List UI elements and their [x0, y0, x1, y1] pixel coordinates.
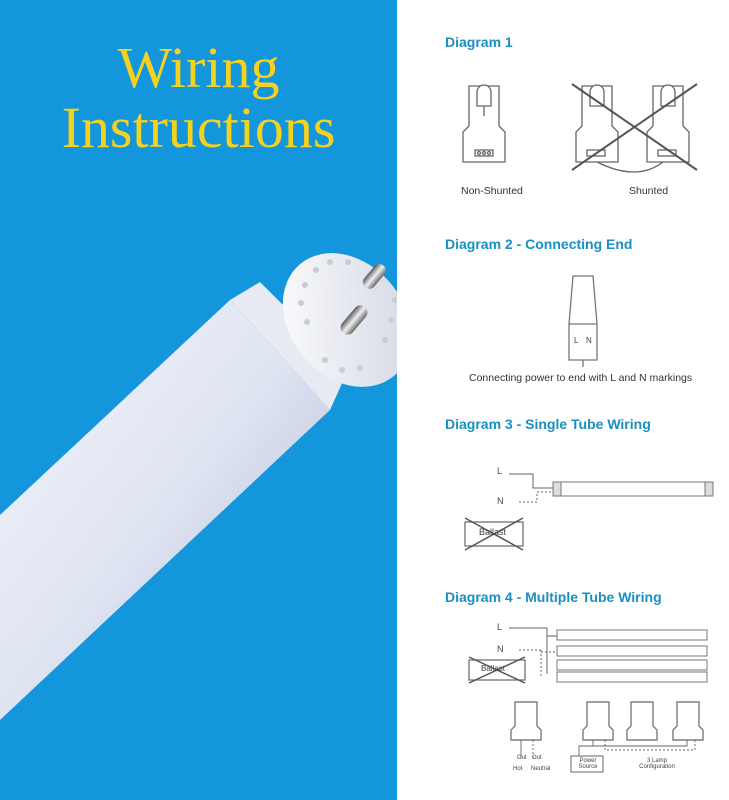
end-cap-vents [298, 259, 397, 373]
diagram-panel: Diagram 1 Non-Shun [397, 0, 729, 800]
diagram-4-tubes [556, 629, 708, 683]
led-tube-illustration [0, 253, 397, 720]
title-line-1: Wiring [117, 35, 280, 100]
page-title: Wiring Instructions [0, 38, 397, 158]
tube-body [0, 300, 330, 720]
diagram-3-ballast-crossed-icon [464, 517, 524, 551]
power-source-label: Power Source [578, 758, 598, 770]
out-left-label: Out [517, 755, 527, 761]
shunted-label: Shunted [629, 185, 669, 197]
tube-end-ring [230, 282, 348, 410]
diagram-4-wire-n: N [497, 644, 504, 654]
diagram-2-caption: Connecting power to end with L and N mar… [469, 372, 693, 384]
diagram-4-heading: Diagram 4 - Multiple Tube Wiring [445, 589, 662, 605]
diagram-3-heading: Diagram 3 - Single Tube Wiring [445, 416, 651, 432]
diagram-4-ballast-crossed-icon [468, 656, 526, 684]
bi-pin-connectors [340, 263, 386, 335]
diagram-1-heading: Diagram 1 [445, 34, 513, 50]
diagram-3-wire-l: L [497, 466, 503, 476]
title-line-2: Instructions [61, 95, 336, 160]
diagram-3-wiring [509, 473, 714, 503]
blue-panel: Wiring Instructions [0, 0, 397, 800]
lamp-config-label: 3 Lamp Configuration [639, 758, 675, 770]
diagram-3-wire-n: N [497, 496, 504, 506]
non-shunted-label: Non-Shunted [461, 185, 523, 197]
out-right-label: Out [532, 755, 542, 761]
power-source-box [570, 755, 604, 773]
marking-n: N [586, 336, 592, 345]
shunted-socket-icon [575, 84, 690, 173]
shunted-cross-out-icon [571, 83, 698, 171]
marking-l: L [574, 336, 579, 345]
diagram-4-socket-wires [520, 740, 696, 758]
diagram-4-socket-wiring [510, 701, 704, 773]
neutral-label: Neutral [531, 766, 551, 772]
diagram-4-wiring [509, 627, 708, 683]
diagram-1-sockets [462, 83, 698, 173]
diagram-2-heading: Diagram 2 - Connecting End [445, 236, 633, 252]
diagram-4-socket-icons [510, 701, 704, 741]
diagram-4-wire-l: L [497, 622, 503, 632]
diagram-4-ballast-label: Ballast [481, 664, 506, 673]
tube-end-icon [568, 275, 598, 367]
hot-label: Hot [513, 766, 523, 772]
non-shunted-socket-icon [462, 84, 506, 163]
diagram-3-ballast-label: Ballast [479, 527, 507, 537]
